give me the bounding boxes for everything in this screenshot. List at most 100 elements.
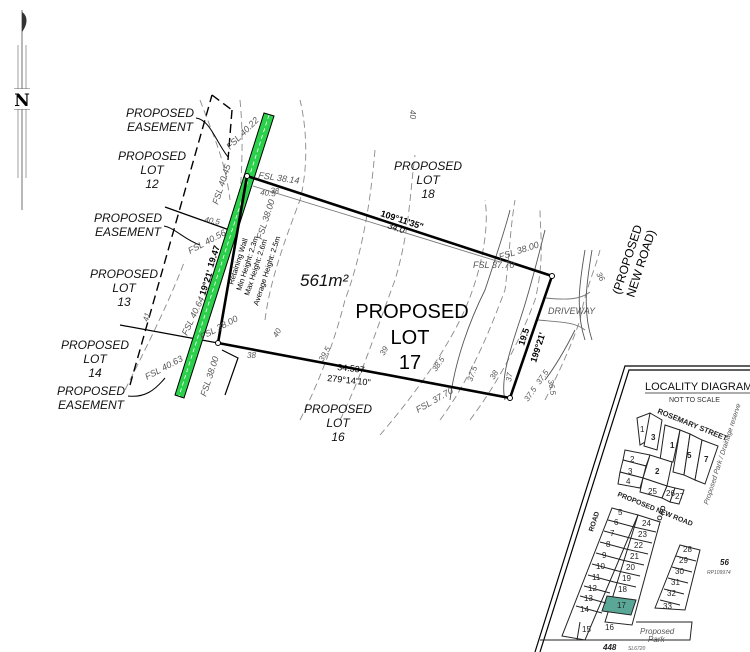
north-arrow: N [14, 10, 30, 210]
svg-text:PROPOSED: PROPOSED [57, 384, 125, 398]
highlighted-lot-17 [601, 595, 637, 616]
svg-text:PROPOSED: PROPOSED [126, 106, 194, 120]
svg-text:1: 1 [670, 441, 675, 450]
easement-lines [129, 94, 233, 386]
proposed-new-road-label: (PROPOSED NEW ROAD) [610, 223, 659, 299]
locality-top-block [617, 412, 719, 505]
svg-text:FSL 38.00: FSL 38.00 [498, 240, 540, 262]
svg-text:14: 14 [88, 366, 102, 380]
lot-16-label: PROPOSED LOT 16 [304, 402, 372, 444]
svg-text:24: 24 [642, 519, 651, 528]
svg-text:PROPOSED: PROPOSED [355, 301, 468, 323]
svg-text:40: 40 [271, 326, 284, 339]
svg-text:FSL 37.70: FSL 37.70 [414, 385, 455, 414]
svg-text:16: 16 [605, 623, 614, 632]
svg-text:EASEMENT: EASEMENT [127, 120, 195, 134]
north-label: N [14, 91, 30, 111]
svg-text:3: 3 [651, 433, 656, 442]
easement-labels: PROPOSED EASEMENT PROPOSED EASEMENT PROP… [57, 106, 229, 412]
svg-text:31: 31 [671, 578, 680, 587]
svg-text:36: 36 [594, 271, 607, 284]
svg-text:Park: Park [648, 635, 665, 644]
svg-text:12: 12 [588, 584, 597, 593]
lot-17-label: PROPOSED LOT 17 561m² [300, 271, 469, 374]
svg-text:LOT: LOT [112, 281, 137, 295]
svg-text:PROPOSED: PROPOSED [61, 338, 129, 352]
svg-text:40.5: 40.5 [260, 188, 277, 198]
svg-text:23: 23 [638, 530, 647, 539]
svg-text:3: 3 [628, 467, 633, 476]
svg-text:19: 19 [622, 574, 631, 583]
svg-text:28: 28 [683, 545, 692, 554]
svg-text:29: 29 [679, 556, 688, 565]
lot-17-boundary [215, 173, 555, 401]
svg-text:21: 21 [630, 552, 639, 561]
svg-text:5: 5 [618, 508, 623, 517]
svg-text:5: 5 [687, 451, 692, 460]
svg-text:34.537: 34.537 [337, 362, 365, 375]
svg-text:LOT: LOT [391, 327, 430, 349]
svg-text:PROPOSED: PROPOSED [94, 211, 162, 225]
svg-text:26: 26 [666, 489, 675, 498]
svg-text:38: 38 [247, 351, 256, 360]
svg-text:LOT: LOT [140, 163, 165, 177]
svg-text:38.5: 38.5 [430, 355, 447, 373]
svg-text:14: 14 [580, 605, 589, 614]
svg-text:40.5: 40.5 [204, 215, 221, 227]
svg-text:41: 41 [141, 312, 152, 323]
svg-text:17: 17 [399, 352, 421, 374]
svg-text:13: 13 [117, 295, 131, 309]
svg-text:10: 10 [596, 562, 605, 571]
svg-text:9: 9 [602, 551, 607, 560]
svg-text:36.5: 36.5 [546, 379, 558, 396]
lot-12-label: PROPOSED LOT 12 [118, 149, 186, 191]
svg-text:EASEMENT: EASEMENT [95, 225, 163, 239]
driveway: DRIVEWAY [537, 291, 596, 331]
svg-text:8: 8 [606, 540, 611, 549]
svg-text:22: 22 [634, 541, 643, 550]
svg-text:RP109974: RP109974 [707, 570, 731, 576]
svg-text:279°14'10": 279°14'10" [327, 373, 371, 387]
locality-title: LOCALITY DIAGRAM [645, 381, 750, 393]
svg-text:13: 13 [584, 594, 593, 603]
svg-text:FSL 37.70: FSL 37.70 [473, 260, 514, 270]
retaining-wall [174, 112, 275, 399]
svg-text:ROAD: ROAD [588, 511, 601, 533]
locality-subtitle: NOT TO SCALE [669, 397, 720, 404]
svg-text:LOT: LOT [326, 416, 351, 430]
svg-text:FSL 38.00: FSL 38.00 [254, 198, 276, 240]
svg-text:18: 18 [618, 585, 627, 594]
svg-text:PROPOSED: PROPOSED [304, 402, 372, 416]
highlight-lot-label: 17 [617, 601, 626, 610]
svg-text:25: 25 [648, 487, 657, 496]
svg-text:37.5: 37.5 [465, 364, 479, 382]
svg-text:2: 2 [655, 467, 660, 476]
north-arrow-head-icon [22, 12, 27, 32]
svg-text:1: 1 [640, 425, 645, 434]
svg-text:7: 7 [704, 455, 709, 464]
svg-text:FSL 38.00: FSL 38.00 [198, 355, 220, 397]
batter-lines [221, 185, 501, 396]
svg-text:EASEMENT: EASEMENT [58, 398, 126, 412]
svg-text:33: 33 [663, 602, 672, 611]
bearings: 109°11'35" 34.0 34.537 279°14'10" 19.5 1… [197, 208, 547, 387]
svg-text:Proposed: Proposed [640, 627, 675, 636]
svg-text:38: 38 [270, 186, 280, 196]
svg-text:4: 4 [626, 477, 631, 486]
svg-text:18: 18 [421, 187, 435, 201]
solid-contours [449, 209, 593, 401]
svg-text:40: 40 [408, 110, 417, 119]
locality-diagram: LOCALITY DIAGRAM NOT TO SCALE 1 3 1 5 7 … [534, 365, 750, 652]
svg-text:SL6720: SL6720 [628, 646, 645, 652]
neighbour-lot-labels: PROPOSED LOT 12 PROPOSED LOT 13 PROPOSED… [61, 149, 462, 444]
svg-text:12: 12 [145, 177, 159, 191]
svg-text:37.5: 37.5 [522, 385, 539, 403]
lot-14-label: PROPOSED LOT 14 [61, 338, 129, 380]
svg-text:7: 7 [610, 529, 615, 538]
lot-18-label: PROPOSED LOT 18 [394, 159, 462, 201]
svg-text:2: 2 [630, 455, 635, 464]
svg-text:448: 448 [602, 643, 617, 652]
svg-text:PROPOSED: PROPOSED [90, 267, 158, 281]
lot-area: 561m² [300, 271, 350, 290]
